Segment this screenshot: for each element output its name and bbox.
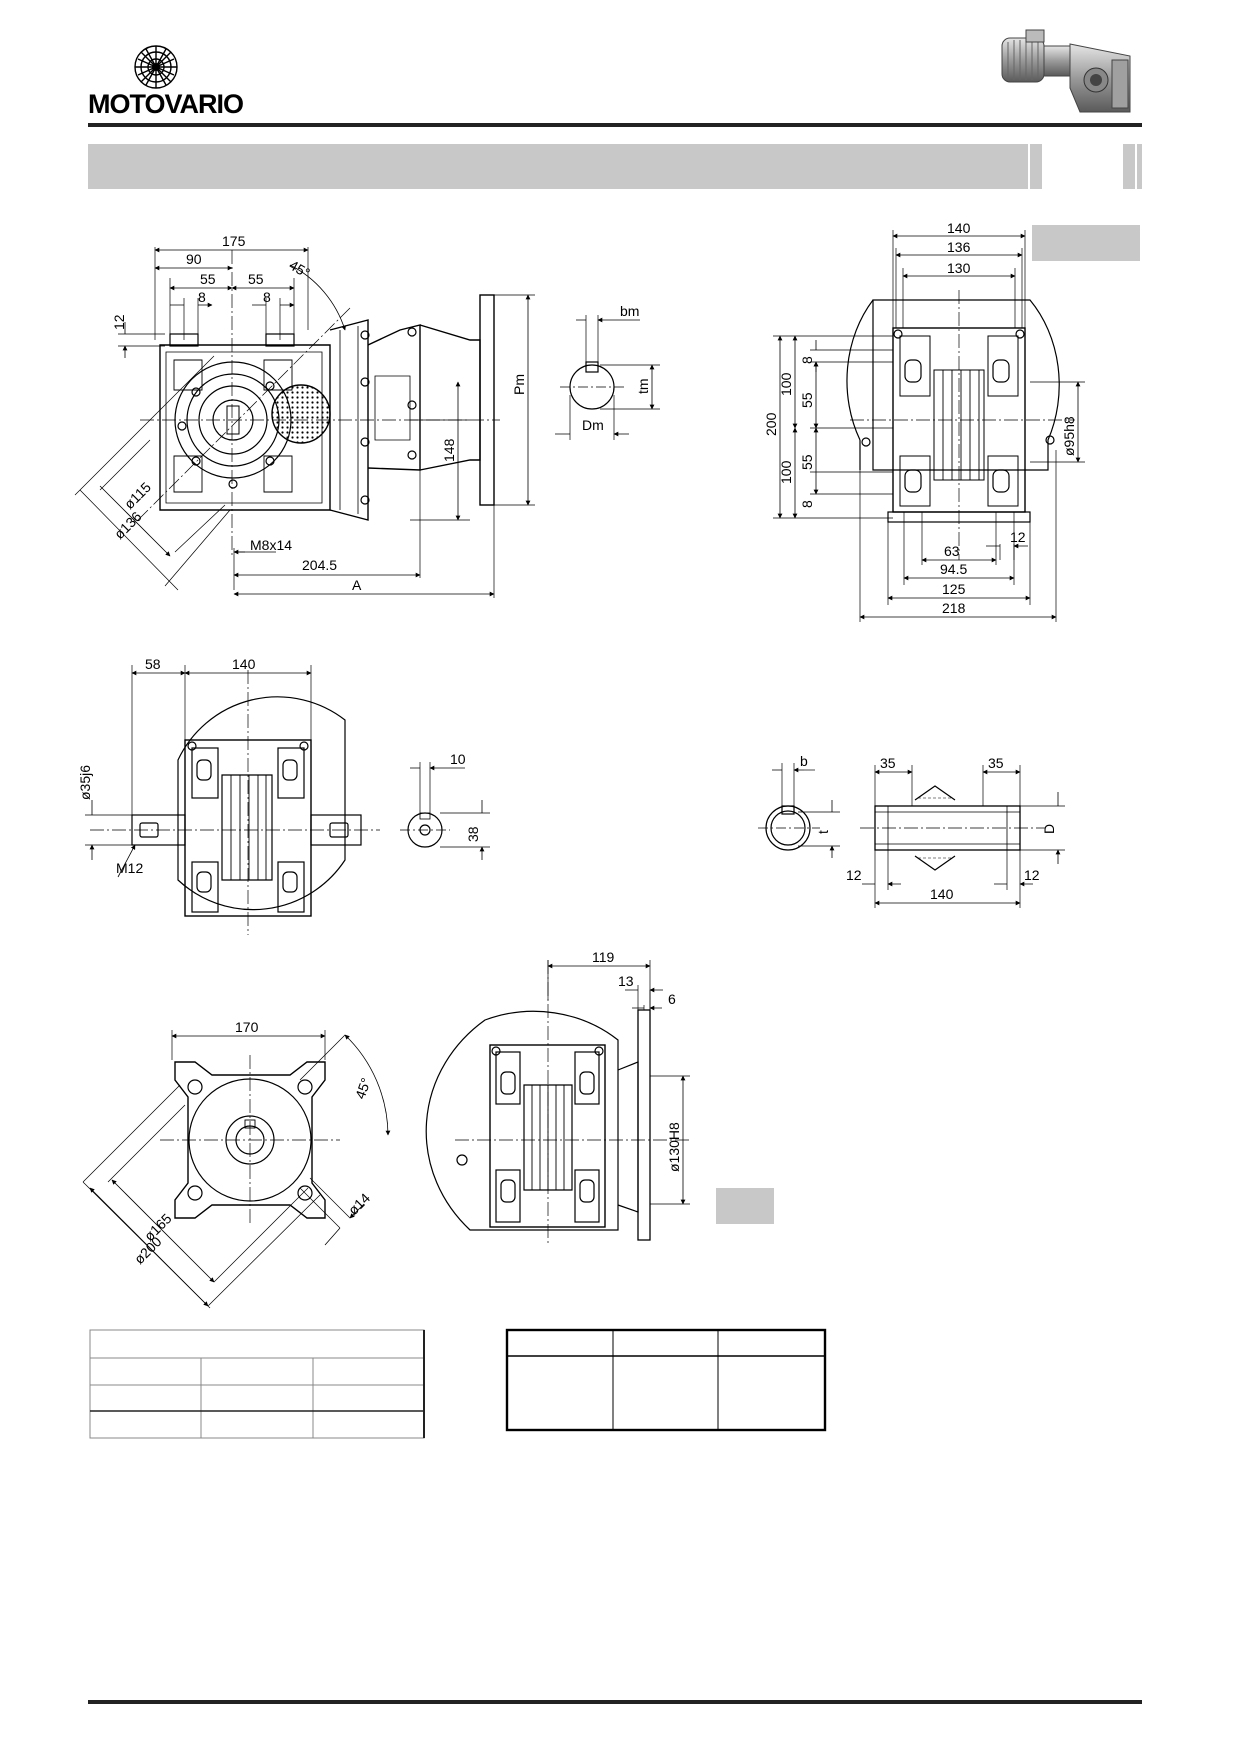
dim-dia-130H8: ø130H8 (666, 1122, 682, 1172)
dim-8-upper: 8 (799, 356, 815, 364)
spec-table-left (89, 1329, 425, 1439)
dim-dia-200: ø200 (131, 1233, 165, 1267)
logo-emblem-icon (134, 45, 178, 89)
dim-angle-45-flange: 45° (352, 1076, 374, 1101)
flange-front (82, 1030, 391, 1309)
dim-dia-14: ø14 (345, 1190, 374, 1219)
dim-6: 6 (668, 991, 676, 1007)
gearmotor-image (1001, 29, 1131, 113)
dim-136: 136 (947, 239, 971, 255)
dim-140-shaft: 140 (930, 886, 954, 902)
dim-dia-35j6: ø35j6 (77, 765, 93, 800)
dim-bm: bm (620, 303, 639, 319)
dim-12-shaft-right: 12 (1024, 867, 1040, 883)
dim-204-5: 204.5 (302, 557, 337, 573)
dim-125: 125 (942, 581, 966, 597)
dim-A: A (352, 577, 362, 593)
dim-dia-136: ø136 (111, 508, 145, 542)
dim-10: 10 (450, 751, 466, 767)
brand-name: MOTOVARIO (88, 89, 244, 119)
dim-13: 13 (618, 973, 634, 989)
dim-55-lower: 55 (799, 454, 815, 470)
spec-table-right (505, 1328, 827, 1432)
dim-100-bottom: 100 (778, 460, 794, 484)
dim-130: 130 (947, 260, 971, 276)
grey-tag-mid (716, 1188, 774, 1224)
dim-dia-115: ø115 (121, 479, 154, 512)
dim-119: 119 (592, 949, 615, 965)
dim-35-left: 35 (880, 755, 896, 771)
dim-m8x14: M8x14 (250, 537, 292, 553)
title-band (88, 144, 1142, 189)
key-detail-1 (555, 315, 660, 440)
dim-140-mid: 140 (232, 656, 256, 672)
header-rule (88, 123, 1142, 127)
grey-tag-top (1032, 225, 1140, 261)
dim-140-top: 140 (947, 220, 971, 236)
dim-8-right: 8 (263, 289, 271, 305)
flange-side (425, 960, 690, 1245)
dim-175: 175 (222, 233, 246, 249)
view-top-left (74, 247, 535, 598)
dim-94-5: 94.5 (940, 561, 967, 577)
dim-12: 12 (111, 314, 127, 330)
dim-t: t (815, 830, 831, 834)
dim-58: 58 (145, 656, 161, 672)
dim-200: 200 (763, 412, 779, 436)
key-detail-2 (400, 762, 490, 860)
dim-55-upper: 55 (799, 392, 815, 408)
dim-38: 38 (465, 826, 481, 842)
footer-rule (88, 1700, 1142, 1704)
dim-63: 63 (944, 543, 960, 559)
hollow-shaft-detail (758, 763, 1065, 908)
dim-170: 170 (235, 1019, 259, 1035)
dim-M12: M12 (116, 860, 143, 876)
dim-55-right: 55 (248, 271, 264, 287)
dim-8-lower: 8 (799, 500, 815, 508)
dim-b: b (800, 753, 808, 769)
dim-90: 90 (186, 251, 202, 267)
dim-12-shaft-left: 12 (846, 867, 862, 883)
dim-Dm: Dm (582, 417, 604, 433)
dim-tm: tm (635, 378, 651, 394)
dim-218: 218 (942, 600, 966, 616)
dim-55-left: 55 (200, 271, 216, 287)
dim-D: D (1041, 824, 1057, 834)
dim-8-left: 8 (198, 289, 206, 305)
view-mid-left (85, 665, 380, 935)
dim-12-right: 12 (1010, 529, 1026, 545)
dim-148: 148 (441, 438, 457, 462)
view-top-right (773, 230, 1085, 622)
dim-100-top: 100 (778, 372, 794, 396)
dim-Pm: Pm (511, 374, 527, 395)
dim-35-right: 35 (988, 755, 1004, 771)
brand-logo: MOTOVARIO (88, 42, 258, 120)
dim-dia-95h8: ø95h8 (1061, 416, 1077, 456)
